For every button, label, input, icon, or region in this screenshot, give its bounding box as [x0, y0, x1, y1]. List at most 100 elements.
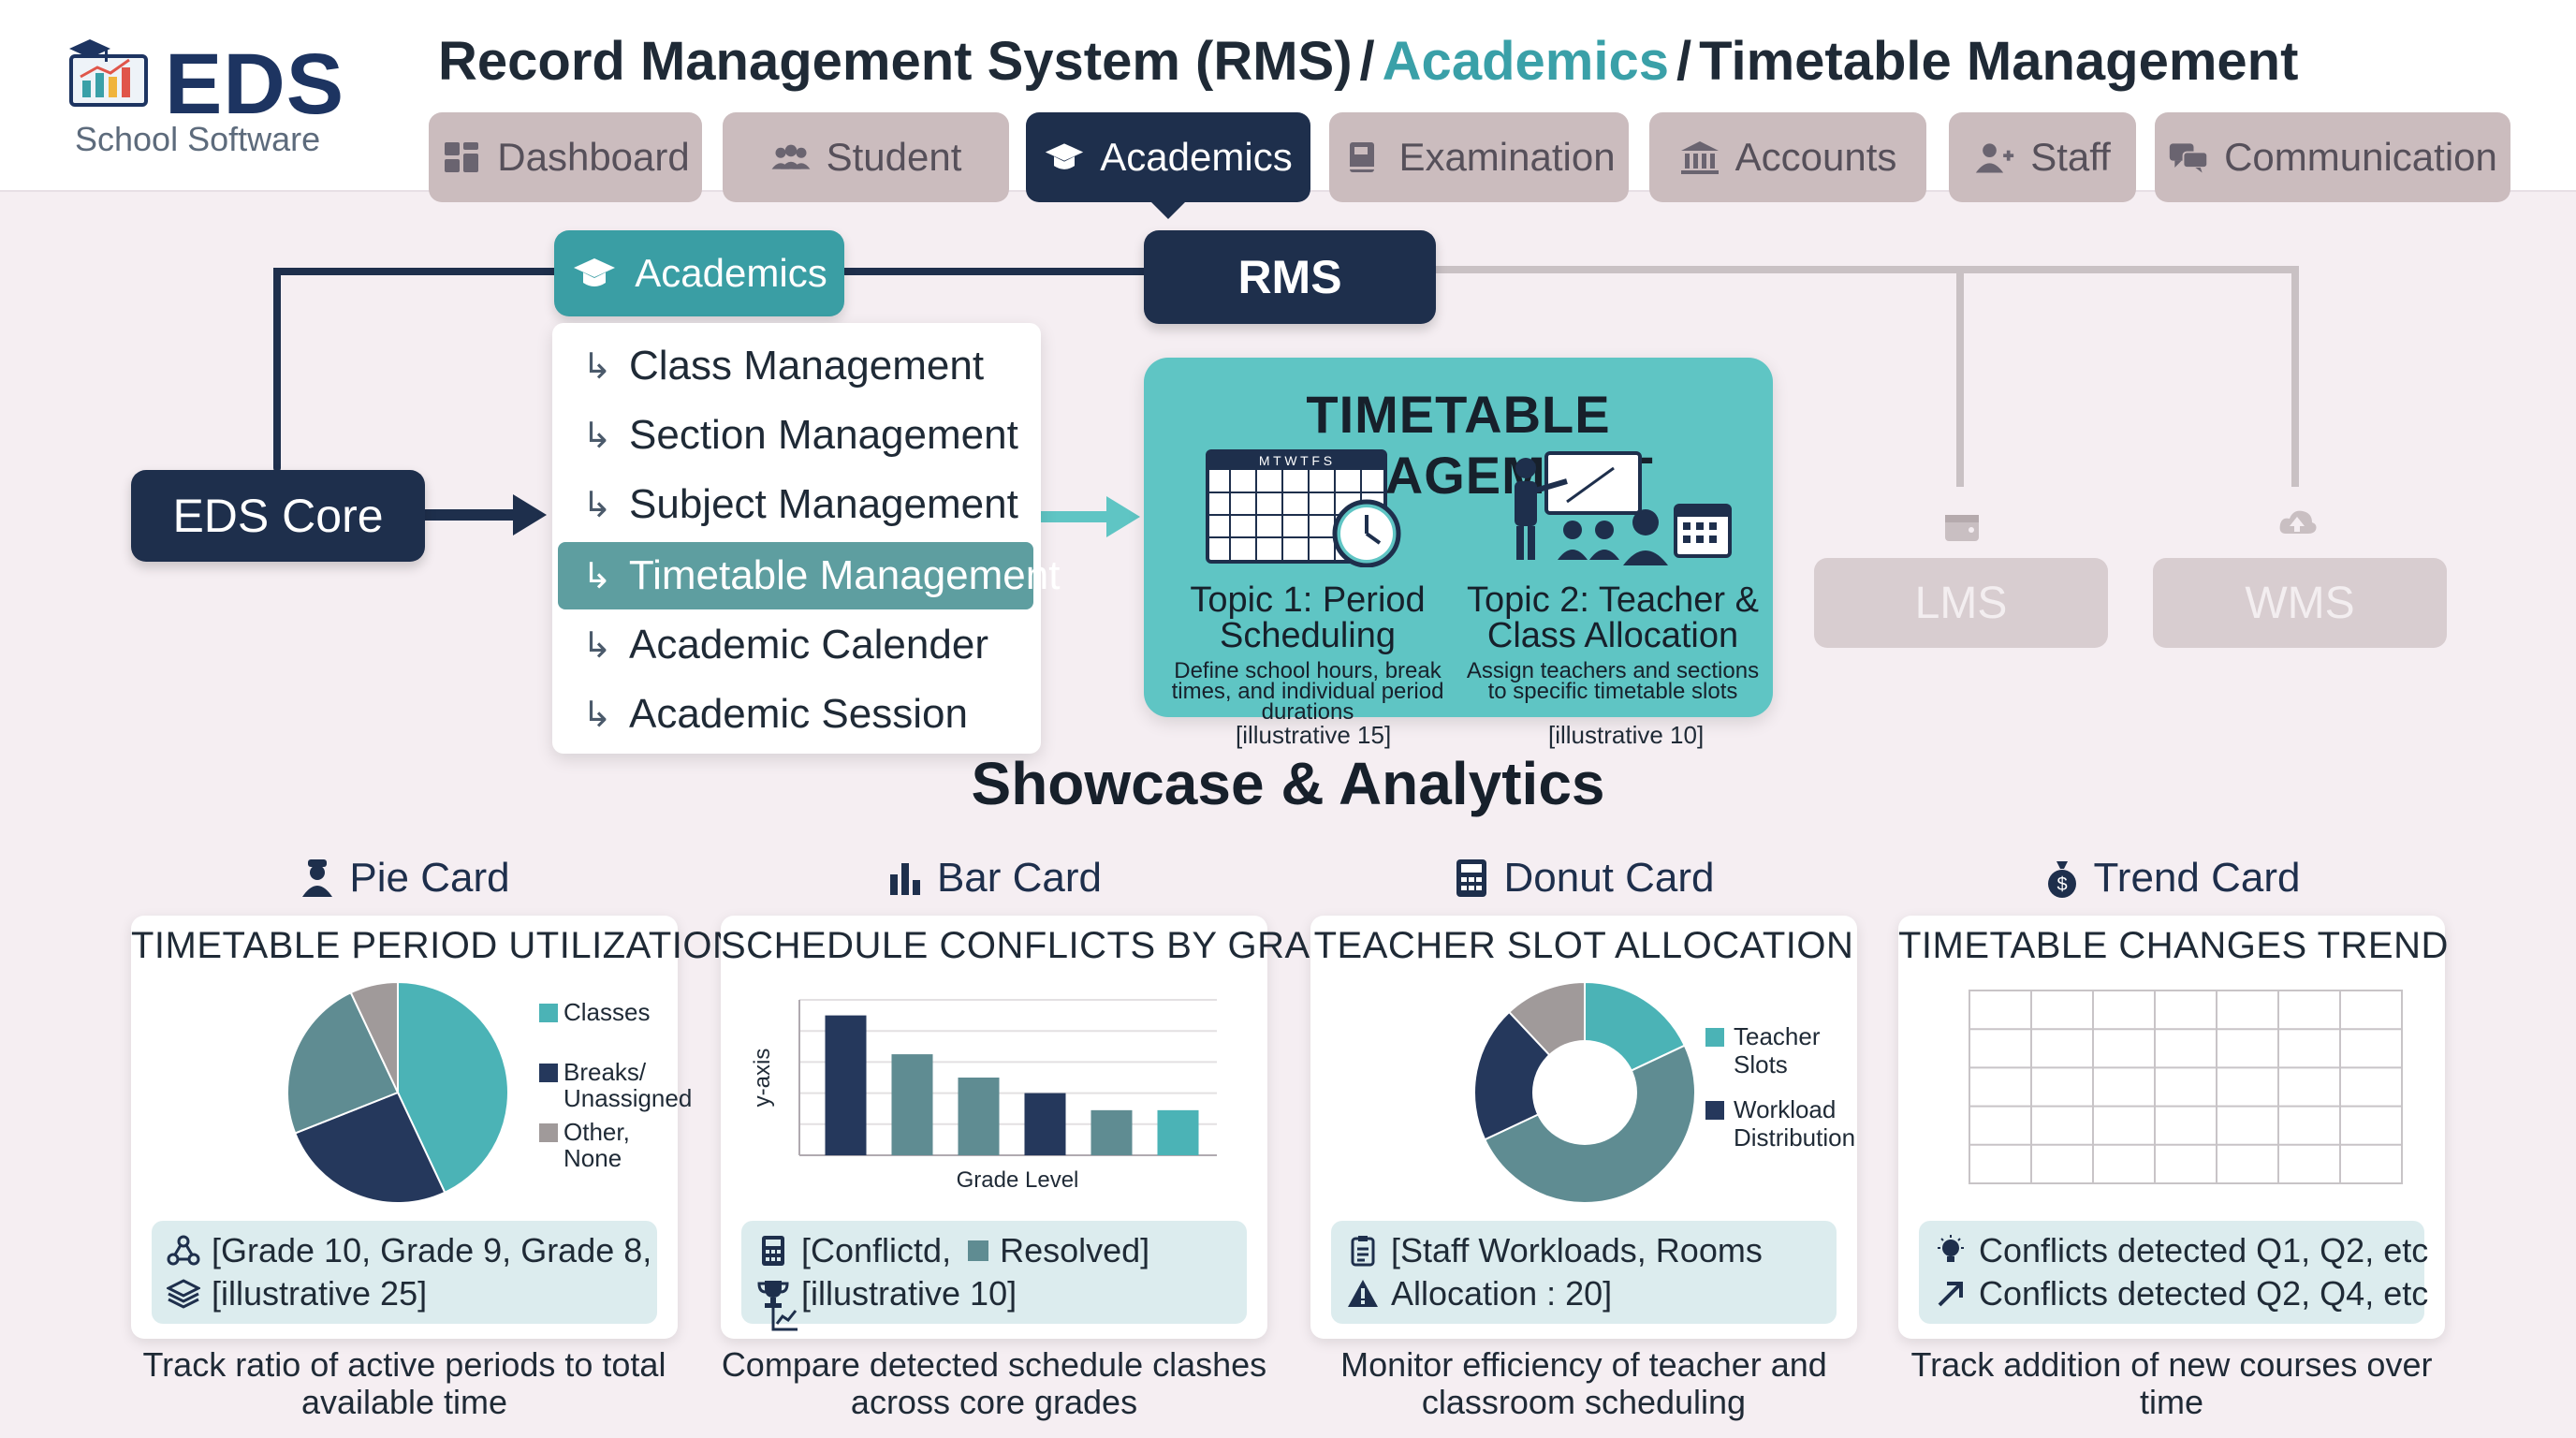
donut-desc-line2: classroom scheduling [1421, 1383, 1747, 1421]
submenu-label: Academic Session [629, 691, 968, 737]
breadcrumb-current: Timetable Management [1699, 31, 2299, 92]
teacher-classroom-icon [1515, 451, 1732, 565]
bar-0[interactable] [825, 1015, 867, 1155]
nav-accounts[interactable]: Accounts [1649, 112, 1926, 202]
wms-node[interactable]: WMS [2153, 558, 2447, 648]
trend-card-label-text: Trend Card [2093, 855, 2301, 901]
bar-4[interactable] [1090, 1109, 1133, 1155]
breadcrumb-root[interactable]: Record Management System (RMS) [438, 31, 1353, 92]
nav-staff[interactable]: Staff [1949, 112, 2136, 202]
pie-desc-line2: available time [300, 1383, 508, 1421]
donut-card-label: Donut Card [1310, 852, 1857, 904]
legend-other-line2: None [564, 1144, 622, 1172]
trend-card-label: $ Trend Card [1898, 852, 2445, 904]
connector-line [273, 268, 560, 275]
bar-1[interactable] [891, 1054, 933, 1155]
arrow-return-icon: ↳ [582, 346, 612, 387]
legend-workload-line2: Distribution [1734, 1123, 1856, 1152]
trend-desc-line2: time [2139, 1383, 2203, 1421]
trend-footer-line2: Conflicts detected Q2, Q4, etc [1979, 1274, 2429, 1313]
pie-chart [286, 980, 509, 1204]
nav-student[interactable]: Student [723, 112, 1009, 202]
legend-classes: Classes [564, 998, 651, 1026]
eds-logo[interactable]: EDS School Software [62, 36, 344, 167]
topic-1-desc-line3: durations [1261, 699, 1354, 725]
footer-line: [Staff Workloads, Rooms [1346, 1230, 1763, 1271]
donut-card[interactable]: TEACHER SLOT ALLOCATION Teacher Slots Wo… [1310, 916, 1857, 1339]
footer-line: Conflicts detected Q2, Q4, etc [1934, 1273, 2428, 1314]
legend-teacher-line2: Slots [1734, 1050, 1788, 1078]
donut-chart [1473, 980, 1696, 1204]
graduation-cap-icon [574, 258, 616, 286]
lightbulb-icon [1938, 1235, 1964, 1262]
connector-line [1956, 266, 1964, 487]
app-header: EDS School Software Record Management Sy… [0, 0, 2576, 202]
footer-line: [Grade 10, Grade 9, Grade 8, [167, 1230, 651, 1271]
pie-card-description: Track ratio of active periods to total a… [131, 1346, 678, 1421]
footer-line: [illustrative 25] [167, 1273, 427, 1314]
pie-slice-1[interactable] [293, 1091, 446, 1204]
legend-swatch [968, 1240, 989, 1261]
academics-node[interactable]: Academics [554, 230, 844, 316]
trend-desc-line1: Track addition of new courses over [1910, 1345, 2433, 1384]
nav-academics[interactable]: Academics [1026, 112, 1310, 202]
user-plus-icon [1976, 143, 2014, 173]
submenu-class-management[interactable]: ↳Class Management [558, 332, 1033, 400]
submenu-subject-management[interactable]: ↳Subject Management [558, 471, 1033, 538]
bar-5[interactable] [1157, 1109, 1199, 1155]
nav-communication-label: Communication [2224, 135, 2497, 179]
donut-footer-line2: Allocation : 20] [1391, 1274, 1613, 1313]
nav-examination[interactable]: Examination [1329, 112, 1629, 202]
nav-staff-label: Staff [2030, 135, 2111, 179]
pie-slice-0[interactable] [397, 980, 509, 1195]
submenu-academic-session[interactable]: ↳ Academic Session [558, 681, 1033, 748]
donut-card-label-text: Donut Card [1503, 855, 1715, 901]
pie-footer-line1: [Grade 10, Grade 9, Grade 8, [212, 1231, 652, 1269]
bank-icon [1680, 141, 1719, 174]
lms-node[interactable]: LMS [1814, 558, 2108, 648]
pie-slice-3[interactable] [349, 980, 399, 1093]
connector-line [273, 268, 281, 472]
trend-frame [1969, 990, 2403, 1184]
bar-footer-line2: [illustrative 10] [801, 1274, 1017, 1313]
submenu-academic-calender[interactable]: ↳Academic Calender [558, 611, 1033, 679]
trend-card-description: Track addition of new courses over time [1898, 1346, 2445, 1421]
topic-1: Topic 1: Period Scheduling Define school… [1153, 582, 1462, 725]
pie-card-footer: [Grade 10, Grade 9, Grade 8, [illustrati… [152, 1221, 657, 1324]
submenu-section-management[interactable]: ↳Section Management [558, 402, 1033, 469]
pie-footer-line2: [illustrative 25] [212, 1274, 428, 1313]
nav-academics-label: Academics [1100, 135, 1293, 179]
pie-slice-2[interactable] [286, 990, 400, 1135]
trend-card[interactable]: TIMETABLE CHANGES TREND Conflicts detect… [1898, 916, 2448, 1339]
nav-dashboard[interactable]: Dashboard [429, 112, 702, 202]
eds-core-node[interactable]: EDS Core [131, 470, 425, 562]
arrow-up-right-icon [1938, 1282, 1963, 1307]
legend-swatch [1705, 1101, 1724, 1120]
submenu-label: Section Management [629, 412, 1018, 458]
bar-desc-line2: across core grades [850, 1383, 1138, 1421]
submenu-timetable-management[interactable]: ↳Timetable Management [558, 542, 1060, 609]
legend-breaks-line1: Breaks/ [564, 1058, 647, 1086]
breadcrumb-academics[interactable]: Academics [1382, 31, 1669, 92]
legend-swatch [539, 1004, 558, 1022]
rms-node[interactable]: RMS [1144, 230, 1436, 324]
nav-communication[interactable]: Communication [2155, 112, 2510, 202]
legend-breaks-line2: Unassigned [564, 1084, 693, 1112]
bar-3[interactable] [1024, 1093, 1066, 1155]
breadcrumb-separator: / [1676, 31, 1692, 92]
bar-2[interactable] [958, 1078, 1000, 1155]
pie-slice-2[interactable] [1473, 1010, 1587, 1141]
donut-footer-line1: [Staff Workloads, Rooms [1391, 1231, 1763, 1269]
arrow-return-icon: ↳ [582, 695, 612, 735]
wallet-icon [1945, 515, 1979, 541]
pie-card[interactable]: TIMETABLE PERIOD UTILIZATION Classes Bre… [131, 916, 739, 1339]
academics-submenu: ↳Class Management ↳Section Management ↳S… [552, 323, 1060, 754]
submenu-label: Timetable Management [628, 552, 1061, 598]
calculator-icon [1456, 859, 1487, 897]
calendar-clock-icon: M T W T F S [1206, 449, 1401, 567]
connector-line [1434, 266, 2295, 273]
legend-other-line1: Other, [564, 1118, 630, 1146]
legend-swatch [539, 1064, 558, 1082]
bar-card-footer: [Conflictd, Resolved] [illustrative 10] [741, 1221, 1247, 1324]
